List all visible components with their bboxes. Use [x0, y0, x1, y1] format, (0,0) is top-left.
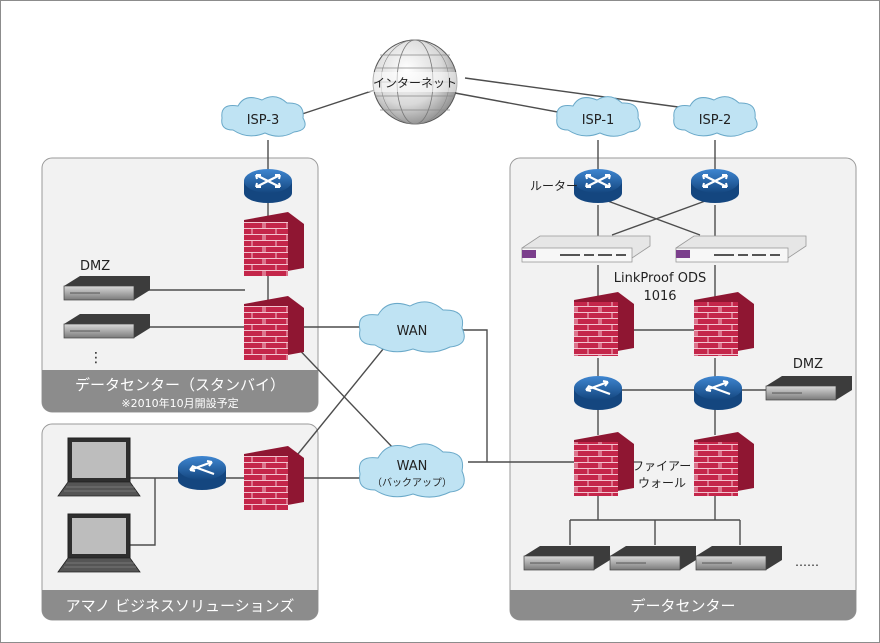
linkproof-label-line2: 1016	[643, 289, 676, 304]
internet-label: インターネット	[373, 76, 457, 90]
wan-cloud-icon: WAN	[358, 301, 465, 353]
amano-title: アマノ ビジネスソリューションズ	[66, 597, 295, 615]
router-label: ルーター	[530, 179, 578, 193]
connections	[130, 77, 768, 546]
firewall-dc-bottom-left-icon	[574, 432, 634, 496]
server-dc-1-icon	[523, 546, 610, 571]
router-dc-left-icon	[574, 169, 622, 203]
isp1-cloud-icon: ISP-1	[556, 96, 641, 137]
linkproof-label-line1: LinkProof ODS	[614, 271, 706, 286]
standby-more-dots: ⋮	[89, 350, 103, 366]
wan-backup-label: WAN	[397, 459, 428, 474]
server-standby-dmz-icon	[63, 276, 150, 301]
server-dc-3-icon	[695, 546, 782, 571]
isp3-cloud-icon: ISP-3	[221, 96, 306, 137]
dc-dmz-label: DMZ	[793, 357, 823, 372]
standby-title: データセンター（スタンバイ）	[75, 376, 285, 394]
server-dc-dmz-icon	[765, 376, 852, 401]
isp1-label: ISP-1	[582, 113, 615, 128]
router-dc-right-icon	[691, 169, 739, 203]
firewall-dc-top-right-icon	[694, 292, 754, 356]
wan-backup-sublabel: （バックアップ）	[372, 477, 452, 489]
standby-dmz-label: DMZ	[80, 259, 110, 274]
router-standby-icon	[244, 169, 292, 203]
firewall-label-line2: ウォール	[638, 476, 686, 490]
firewall-amano-icon	[244, 446, 304, 510]
firewall-standby-main-icon	[244, 296, 304, 360]
firewall-dc-top-left-icon	[574, 292, 634, 356]
wan-label: WAN	[397, 324, 428, 339]
laptop-2-icon	[57, 513, 141, 573]
switch-dc-right-icon	[694, 376, 742, 410]
isp3-label: ISP-3	[247, 113, 280, 128]
firewall-label-line1: ファイアー	[632, 459, 691, 473]
server-standby-icon	[63, 314, 150, 339]
datacenter-title: データセンター	[630, 597, 735, 615]
server-dc-2-icon	[609, 546, 696, 571]
internet-globe-icon: インターネット	[368, 39, 462, 125]
dc-more-dots: ……	[795, 555, 819, 569]
linkproof-right-icon	[675, 235, 807, 263]
switch-amano-icon	[178, 456, 226, 490]
datacenter-panel: データセンター	[509, 157, 857, 621]
firewall-standby-top-icon	[244, 212, 304, 276]
firewall-dc-bottom-right-icon	[694, 432, 754, 496]
switch-dc-left-icon	[574, 376, 622, 410]
isp2-label: ISP-2	[699, 113, 732, 128]
linkproof-left-icon	[521, 235, 651, 263]
isp2-cloud-icon: ISP-2	[673, 96, 758, 137]
standby-note: ※2010年10月開設予定	[121, 396, 238, 410]
wan-backup-cloud-icon: WAN （バックアップ）	[358, 443, 465, 498]
laptop-1-icon	[57, 437, 141, 497]
